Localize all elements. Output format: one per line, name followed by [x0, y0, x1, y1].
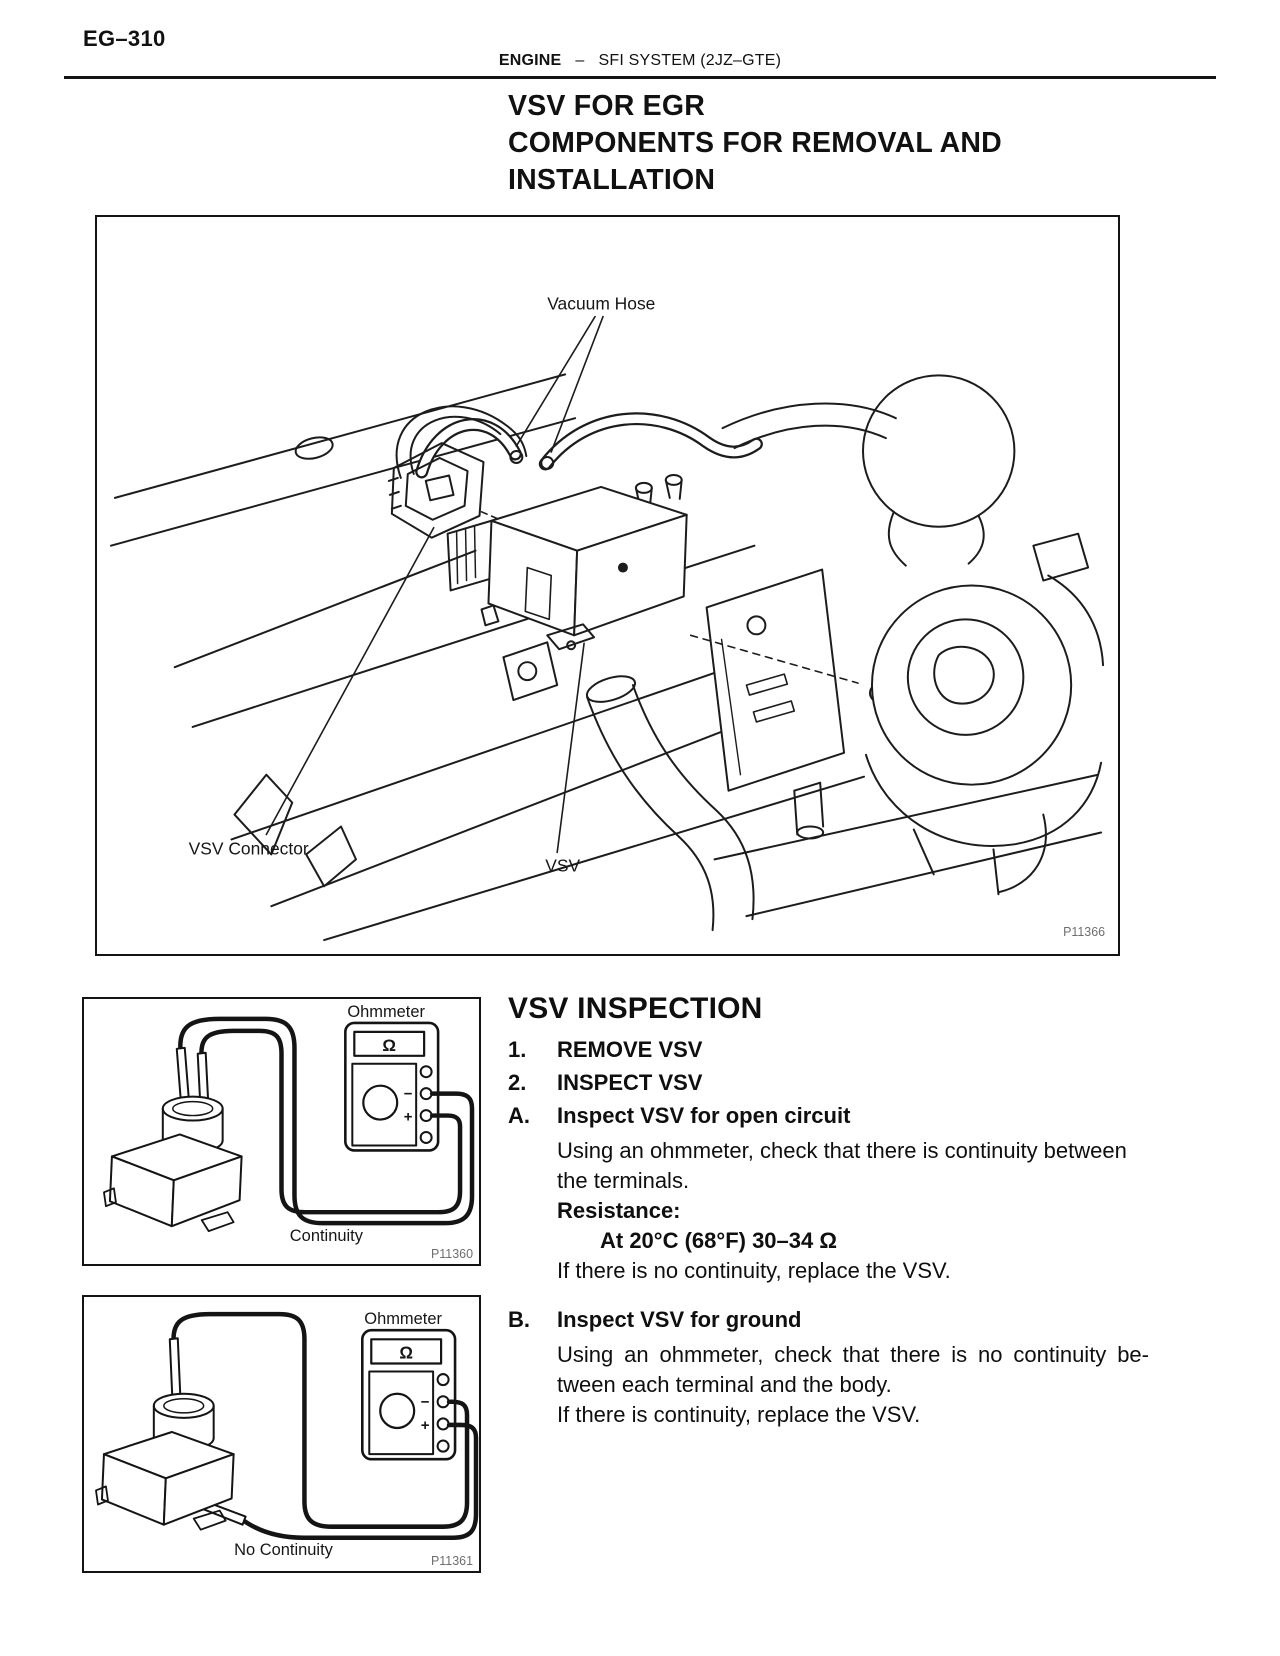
figure-code-a: P11360 [431, 1247, 473, 1261]
step-2: 2. INSPECT VSV [508, 1070, 1158, 1095]
continuity-label: Continuity [290, 1227, 364, 1245]
section-b-line2: tween each terminal and the body. [557, 1372, 892, 1397]
vacuum-hose-label: Vacuum Hose [547, 294, 655, 314]
section-a-line1: Using an ohmmeter, check that there is c… [557, 1138, 1127, 1163]
ohmmeter-label-b: Ohmmeter [364, 1309, 442, 1328]
components-figure: Vacuum Hose VSV Connector VSV P11366 [95, 215, 1120, 956]
section-gap [508, 1286, 1158, 1307]
minus-mark-b: − [421, 1394, 430, 1411]
inspection-section: VSV INSPECTION 1. REMOVE VSV 2. INSPECT … [508, 992, 1158, 1430]
step-2-label: INSPECT VSV [557, 1070, 703, 1095]
no-continuity-label: No Continuity [234, 1540, 333, 1559]
section-a-letter: A. [508, 1103, 530, 1128]
running-head-separator: – [575, 52, 585, 69]
running-head-section: ENGINE [498, 52, 562, 69]
running-head: ENGINE–SFI SYSTEM (2JZ–GTE) [0, 52, 1280, 70]
page-title-line2: COMPONENTS FOR REMOVAL AND [508, 127, 1002, 159]
running-head-subsection: SFI SYSTEM (2JZ–GTE) [598, 52, 782, 69]
header-divider [64, 76, 1216, 79]
step-1: 1. REMOVE VSV [508, 1037, 1158, 1062]
inspection-heading: VSV INSPECTION [508, 992, 763, 1025]
section-b-letter: B. [508, 1307, 530, 1332]
minus-mark-a: − [404, 1086, 413, 1103]
no-continuity-figure: Ohmmeter Ω − + No Continuity P11361 [82, 1295, 481, 1573]
vsv-label: VSV [545, 855, 580, 875]
section-a-title-row: A. Inspect VSV for open circuit [508, 1103, 1158, 1128]
section-b-title-row: B. Inspect VSV for ground [508, 1307, 1158, 1332]
section-a-spec-label: Resistance: [557, 1198, 681, 1223]
continuity-illustration: Ohmmeter Ω − + Continuity P11360 [103, 1003, 475, 1261]
section-a-line2: the terminals. [557, 1168, 690, 1193]
section-a-body: Using an ohmmeter, check that there is c… [557, 1136, 1149, 1286]
plus-mark-a: + [404, 1109, 413, 1126]
page-title-line3: INSTALLATION [508, 164, 716, 196]
figure-code-b: P11361 [431, 1554, 473, 1568]
section-b-body: Using an ohmmeter, check that there is n… [557, 1340, 1149, 1430]
step-1-number: 1. [508, 1037, 527, 1062]
components-illustration: Vacuum Hose VSV Connector VSV P11366 [109, 294, 1105, 942]
continuity-figure: Ohmmeter Ω − + Continuity P11360 [82, 997, 481, 1266]
no-continuity-illustration: Ohmmeter Ω − + No Continuity P11361 [95, 1309, 479, 1568]
vsv-connector-label: VSV Connector [189, 838, 309, 858]
section-a-line3: If there is no continuity, replace the V… [557, 1258, 951, 1283]
section-b-line1: Using an ohmmeter, check that there is n… [557, 1342, 1149, 1367]
figure-code-main: P11366 [1063, 925, 1105, 939]
section-a-title: Inspect VSV for open circuit [557, 1103, 851, 1128]
plus-mark-b: + [421, 1417, 430, 1434]
section-b-title: Inspect VSV for ground [557, 1307, 802, 1332]
page-number: EG–310 [83, 26, 166, 51]
page-title: VSV FOR EGR COMPONENTS FOR REMOVAL AND I… [508, 88, 1002, 199]
section-a-spec-value: At 20°C (68°F) 30–34 Ω [600, 1228, 837, 1253]
step-1-label: REMOVE VSV [557, 1037, 703, 1062]
ohmmeter-label-a: Ohmmeter [347, 1003, 425, 1021]
step-2-number: 2. [508, 1070, 527, 1095]
page-title-line1: VSV FOR EGR [508, 90, 705, 122]
ohm-symbol-a: Ω [382, 1036, 396, 1055]
section-b-line3: If there is continuity, replace the VSV. [557, 1402, 921, 1427]
ohm-symbol-b: Ω [399, 1343, 413, 1362]
